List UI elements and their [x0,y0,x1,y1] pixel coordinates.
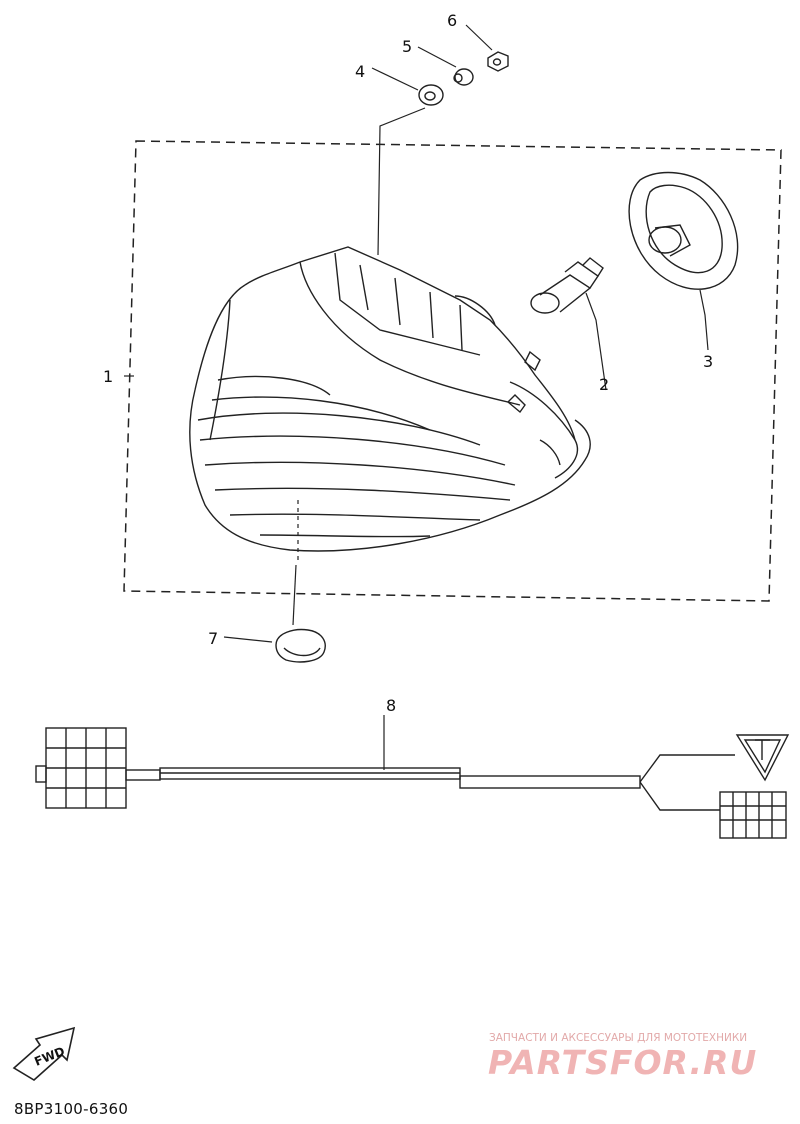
lead-wire [35,715,790,839]
headlight-lens-assembly [189,246,591,552]
assembly-boundary [123,140,782,602]
bulb-cover [628,171,739,351]
callout-3: 3 [703,352,713,371]
callout-4: 4 [355,62,365,81]
nut [465,24,509,72]
cap [223,500,326,663]
callout-2: 2 [599,375,609,394]
diagram-part-code: 8BP3100-6360 [14,1100,129,1118]
collar [417,46,474,86]
callout-5: 5 [402,37,412,56]
callout-1: 1 [103,367,113,386]
callout-8: 8 [386,696,396,715]
callout-7: 7 [208,629,218,648]
callout-6: 6 [447,11,457,30]
watermark-tagline: ЗАПЧАСТИ И АКСЕССУАРЫ ДЛЯ МОТОТЕХНИКИ [489,1032,748,1044]
watermark-brand: PARTSFOR.RU [488,1043,758,1082]
fwd-arrow-icon [12,1026,76,1081]
grommet [371,67,444,106]
bulb [530,257,607,391]
